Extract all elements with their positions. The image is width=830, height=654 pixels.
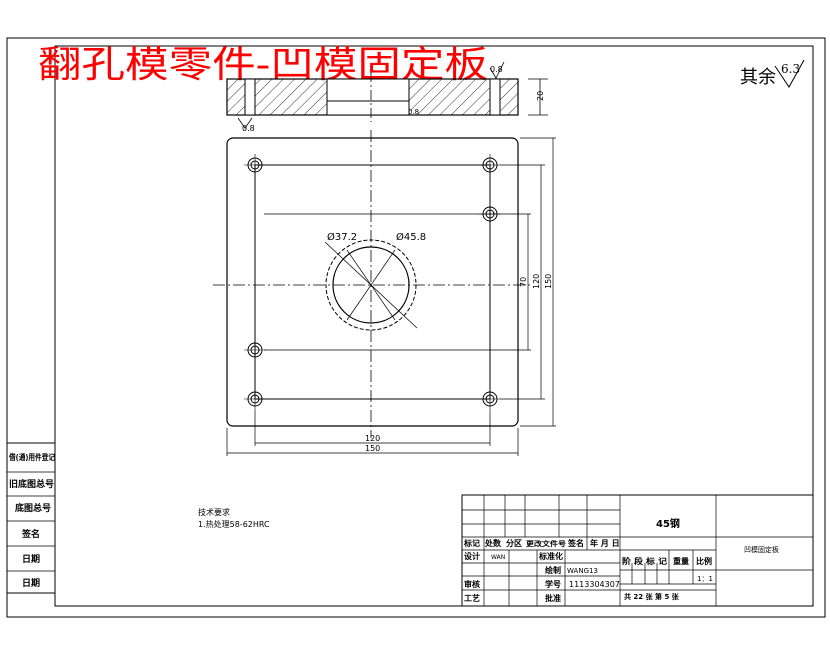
approve-label: 批准 <box>545 593 561 603</box>
scale-header: 比例 <box>696 556 712 566</box>
sheets: 共 22 张 第 5 张 <box>624 592 680 601</box>
hdr-2: 分区 <box>506 538 522 548</box>
hdr-0: 标记 <box>463 538 480 548</box>
dim-h-120: 120 <box>365 434 380 443</box>
hdr-5: 年 月 日 <box>590 538 620 548</box>
title-block: 45钢 凹模固定板 标记 处数 分区 更改文件号 签名 年 月 日 设计 WAN… <box>461 494 814 607</box>
hole-roughness: 0.8 <box>490 65 503 74</box>
std-label: 标准化 <box>538 551 563 561</box>
plan-view: Ø37.2 Ø45.8 <box>213 130 556 456</box>
tech-req-heading: 技术要求 <box>198 507 230 517</box>
hdr-4: 签名 <box>567 538 584 548</box>
student-no: 1113304307 <box>569 580 620 589</box>
roughness-symbol: 其余 6.3 <box>740 59 805 88</box>
outer-border <box>6 37 826 618</box>
process-label: 工艺 <box>464 593 480 603</box>
side-label-4: 日期 <box>22 553 40 565</box>
scale-value: 1：1 <box>697 575 713 583</box>
dim-v-70: 70 <box>519 277 528 287</box>
dim-h-150: 150 <box>365 444 380 453</box>
hdr-3: 更改文件号 <box>526 539 566 548</box>
review-label: 审核 <box>464 579 480 589</box>
hdr-1: 处数 <box>484 538 502 548</box>
roughness-prefix: 其余 <box>740 67 776 88</box>
inner-diameter: Ø37.2 <box>327 231 357 243</box>
tech-req-item: 1.热处理58-62HRC <box>198 519 270 529</box>
side-label-2: 底图总号 <box>15 502 51 514</box>
side-label-3: 签名 <box>21 528 40 540</box>
part-name: 凹模固定板 <box>744 545 779 554</box>
dim-v-120: 120 <box>532 274 541 289</box>
side-label-5: 日期 <box>22 577 40 589</box>
stage-header: 阶 段 标 记 <box>622 556 667 566</box>
side-label-1: 旧底图总号 <box>9 478 54 490</box>
inner-border <box>54 45 814 607</box>
side-table: 借(通)用件登记 旧底图总号 底图总号 签名 日期 日期 <box>6 442 56 594</box>
roughness-value: 6.3 <box>781 62 800 76</box>
design-label: 设计 <box>464 551 480 561</box>
side-label-0: 借(通)用件登记 <box>8 452 55 462</box>
outer-diameter: Ø45.8 <box>396 231 426 243</box>
weight-header: 重量 <box>673 556 689 566</box>
drawn-name: WANG13 <box>567 567 598 575</box>
section-view: 20 0.8 0.8 0.8 <box>226 61 548 133</box>
mid-roughness: 0.8 <box>408 108 419 116</box>
dim-v-150: 150 <box>544 274 553 289</box>
design-name: WAN <box>491 554 505 561</box>
drawn-label: 绘制 <box>545 565 561 575</box>
student-label: 学号 <box>545 579 561 589</box>
bottom-roughness: 0.8 <box>242 124 255 133</box>
section-thickness: 20 <box>536 91 545 101</box>
material: 45钢 <box>656 517 680 530</box>
